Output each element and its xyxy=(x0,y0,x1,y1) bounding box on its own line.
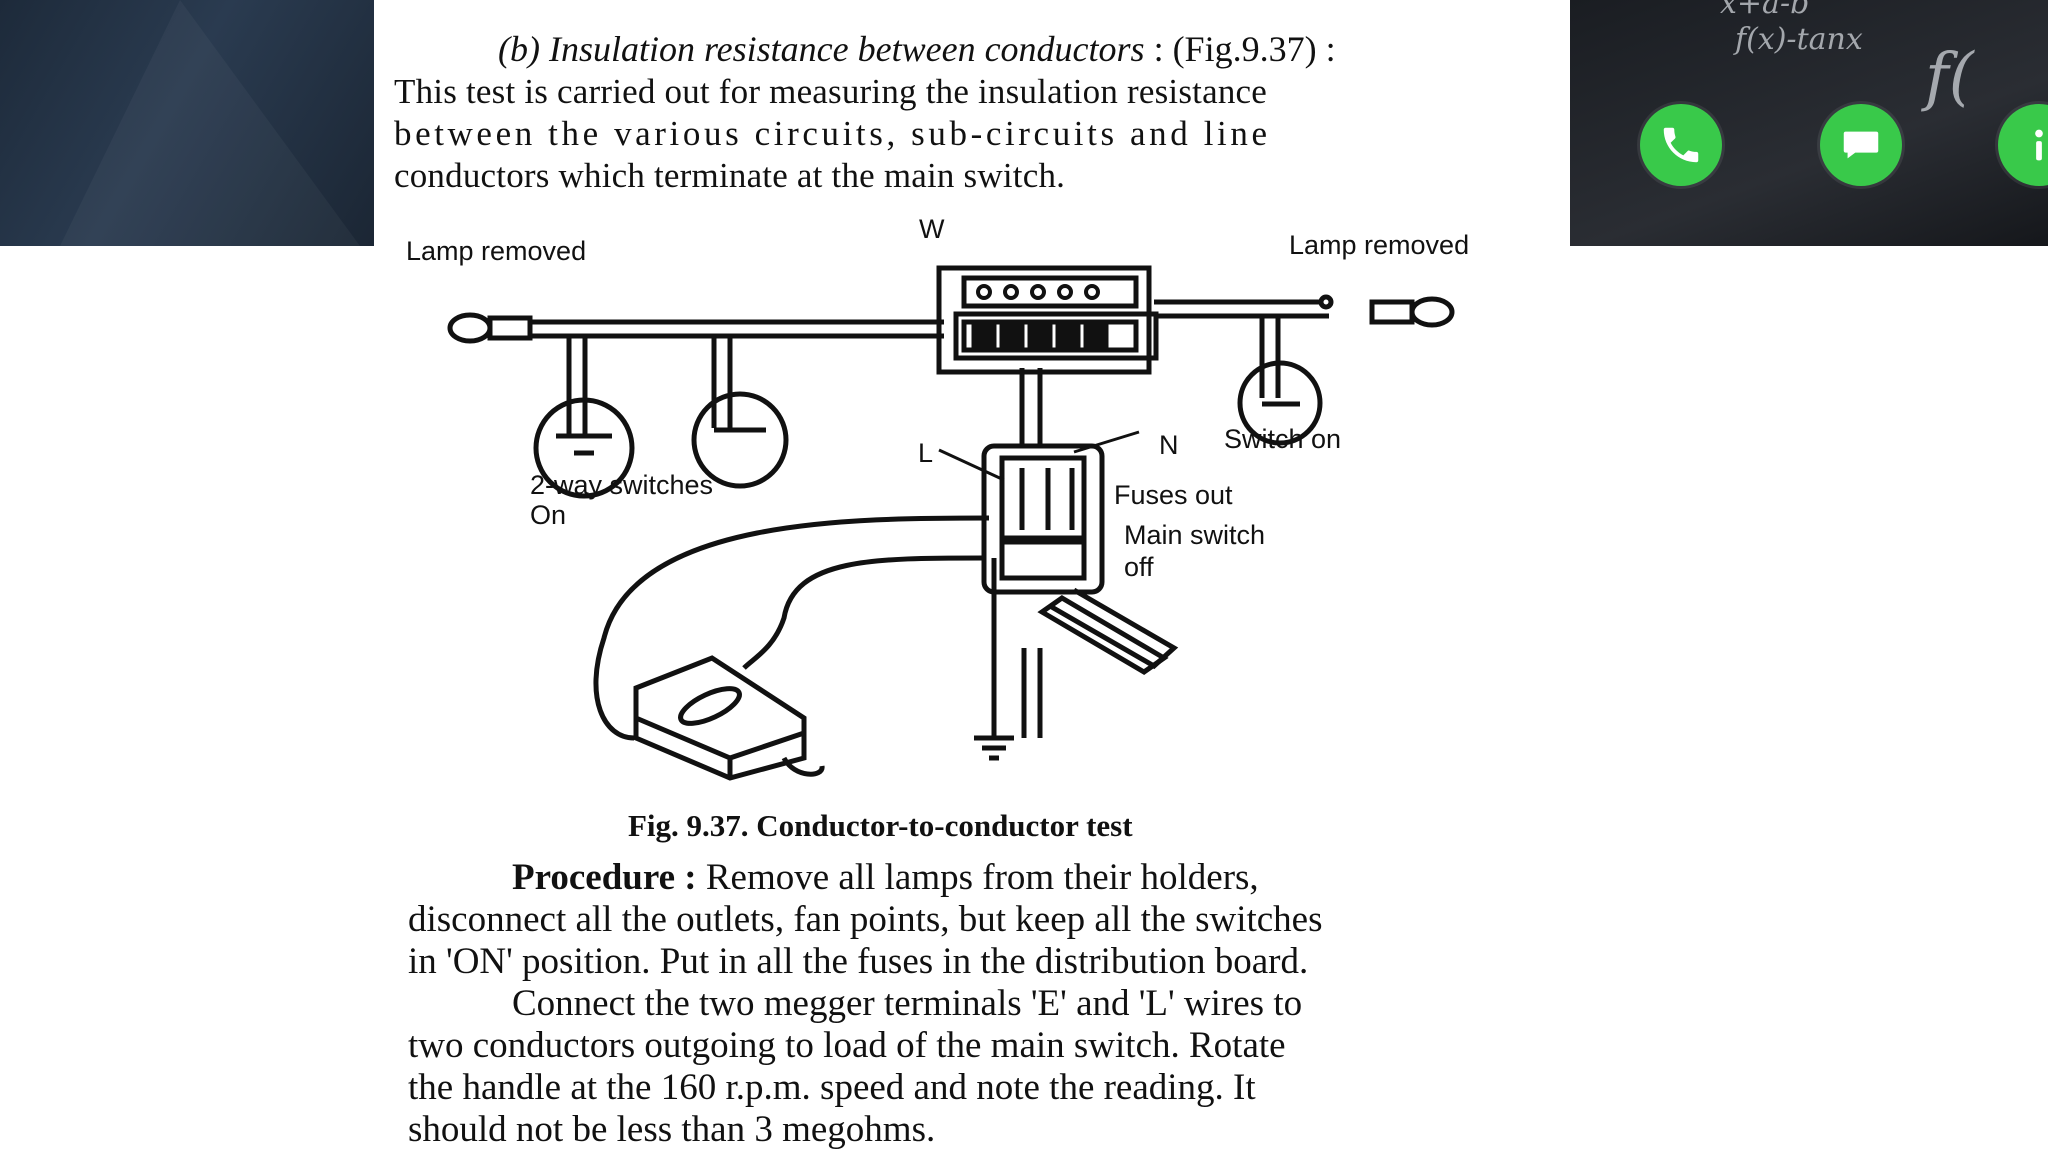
phone-icon xyxy=(1663,127,1699,163)
label-two-way-on: On xyxy=(530,500,566,530)
intro-line-2: between the various circuits, sub-circui… xyxy=(394,114,1271,153)
heading-title: Insulation resistance between conductors xyxy=(548,29,1145,69)
video-background-left xyxy=(0,0,374,246)
chat-button[interactable] xyxy=(1820,104,1902,186)
procedure-line-7: should not be less than 3 megohms. xyxy=(408,1109,936,1150)
label-two-way-switches: 2-way switches xyxy=(530,470,713,500)
label-lamp-removed-right: Lamp removed xyxy=(1289,230,1469,260)
intro-line-3: conductors which terminate at the main s… xyxy=(394,156,1066,195)
label-lamp-removed-left: Lamp removed xyxy=(406,236,586,266)
conductor-test-diagram: Lamp removed Lamp removed W L N Switch o… xyxy=(406,218,1469,781)
label-w: W xyxy=(919,218,945,244)
procedure-line-5: two conductors outgoing to load of the m… xyxy=(408,1025,1286,1066)
intro-line-1: This test is carried out for measuring t… xyxy=(394,72,1267,111)
label-switch-on: Switch on xyxy=(1224,424,1341,454)
procedure-line-2: disconnect all the outlets, fan points, … xyxy=(408,899,1323,940)
label-n: N xyxy=(1159,430,1179,460)
document-page: (b) Insulation resistance between conduc… xyxy=(374,28,1570,1152)
procedure-line-6: the handle at the 160 r.p.m. speed and n… xyxy=(408,1067,1256,1108)
label-main-switch-off: off xyxy=(1124,552,1154,582)
heading-figure-ref: : (Fig.9.37) : xyxy=(1153,29,1336,69)
procedure-line-1: Procedure : Remove all lamps from their … xyxy=(512,856,1259,899)
label-main-switch: Main switch xyxy=(1124,520,1265,550)
heading-lead: (b) xyxy=(498,29,540,69)
chalk-text-3: f( xyxy=(1925,40,1974,114)
procedure-label: Procedure : xyxy=(512,857,697,898)
procedure-text-1: Remove all lamps from their holders, xyxy=(705,857,1259,898)
chat-bubble-icon xyxy=(1843,131,1879,159)
procedure-line-3: in 'ON' position. Put in all the fuses i… xyxy=(408,941,1309,982)
figure-caption: Fig. 9.37. Conductor-to-conductor test xyxy=(628,808,1133,843)
chalk-text-2: f(x)-tanx xyxy=(1735,22,1863,57)
section-heading: (b) Insulation resistance between conduc… xyxy=(498,28,1336,70)
phone-button[interactable] xyxy=(1640,104,1722,186)
label-fuses-out: Fuses out xyxy=(1114,480,1233,510)
chalk-text-1: x+a-b xyxy=(1720,0,1810,21)
info-icon xyxy=(2035,129,2043,161)
procedure-line-4: Connect the two megger terminals 'E' and… xyxy=(512,983,1303,1024)
label-l: L xyxy=(918,438,933,468)
video-background-right: x+a-b f(x)-tanx f( xyxy=(1570,0,2048,246)
